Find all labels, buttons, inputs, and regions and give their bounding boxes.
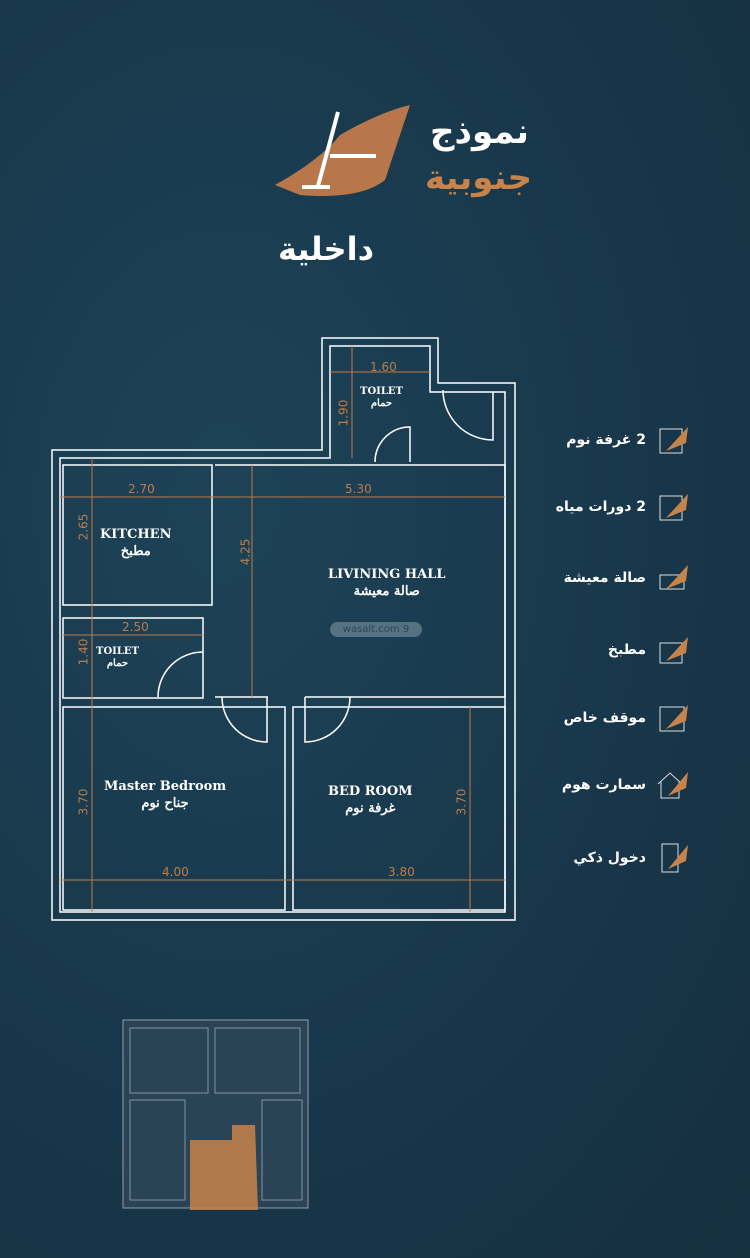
dim-hall-width: 5.30	[345, 482, 372, 496]
smart-entry-icon	[656, 841, 690, 875]
feature-living-room: صالة معيشة	[540, 558, 690, 598]
dim-kitchen-height: 2.65	[76, 513, 91, 541]
title-line1: نموذج	[430, 112, 529, 152]
bedroom-icon	[656, 423, 690, 457]
dim-master-width: 4.00	[162, 865, 189, 879]
feature-smart-home: سمارت هوم	[540, 765, 690, 805]
dim-bed-width: 3.80	[388, 865, 415, 879]
subtitle: داخلية	[278, 230, 374, 268]
dim-toilet2-height: 1.40	[76, 638, 91, 666]
feature-parking: موقف خاص	[540, 698, 690, 738]
dim-toilet2-width: 2.50	[122, 620, 149, 634]
smart-home-icon	[656, 768, 690, 802]
floor-plan	[51, 337, 516, 921]
dim-toilet1-height: 1.90	[336, 399, 351, 427]
feature-bathrooms: 2 دورات مياه	[540, 487, 690, 527]
dim-master-height: 3.70	[76, 788, 91, 816]
dim-kitchen-width: 2.70	[128, 482, 155, 496]
feature-bedrooms: 2 غرفة نوم	[540, 420, 690, 460]
bathroom-icon	[656, 490, 690, 524]
dim-bed-height: 3.70	[454, 788, 469, 816]
parking-icon	[656, 701, 690, 735]
logo-icon	[275, 105, 410, 196]
watermark: wasalt.com 9	[330, 622, 422, 637]
dim-hall-height: 4.25	[238, 538, 253, 566]
dim-toilet1-width: 1.60	[370, 360, 397, 374]
feature-kitchen: مطبخ	[540, 630, 690, 670]
kitchen-icon	[656, 633, 690, 667]
site-plan-thumbnail	[122, 1019, 309, 1210]
dimension-lines	[60, 346, 505, 912]
living-room-icon	[656, 561, 690, 595]
feature-smart-entry: دخول ذكي	[540, 838, 690, 878]
title-line2: جنوبية	[425, 158, 532, 198]
